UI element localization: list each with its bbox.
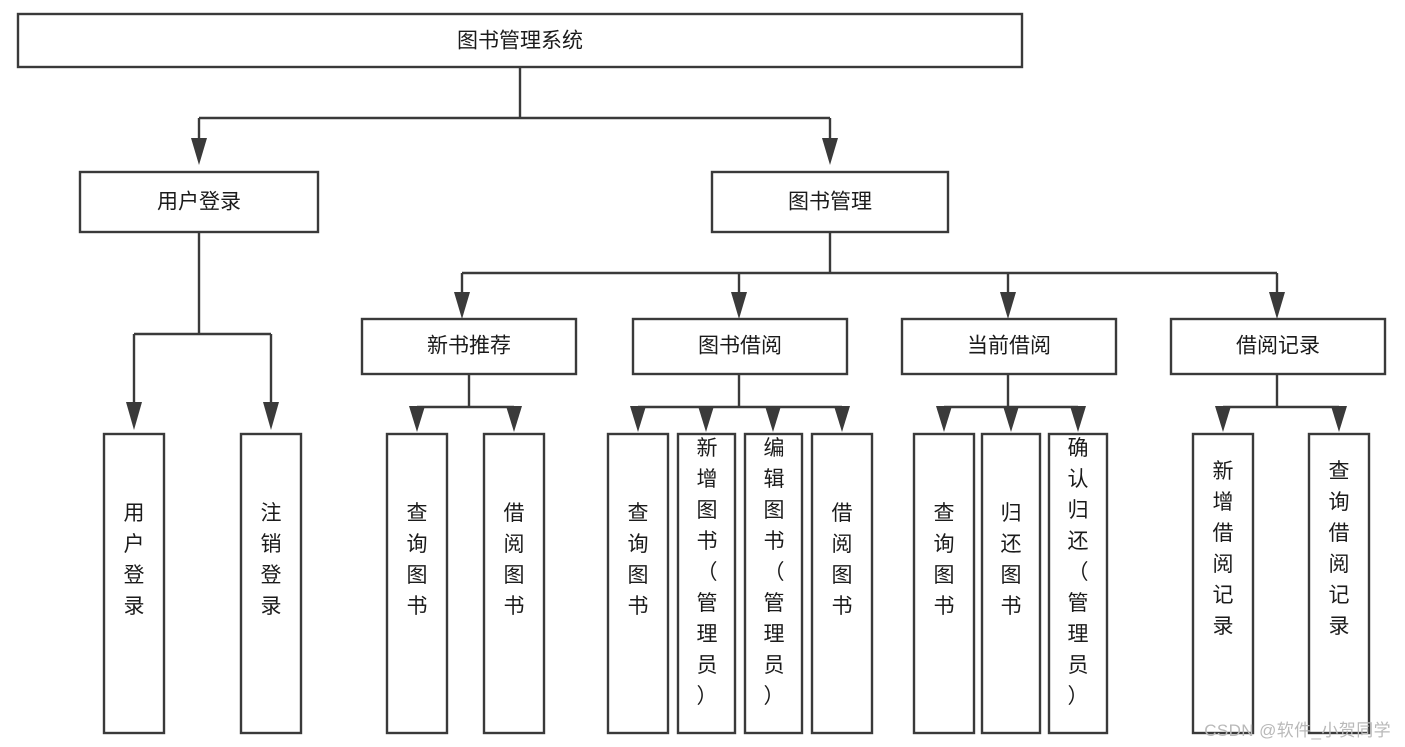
arrow-to-leaf-add-book <box>698 406 714 432</box>
node-new-book-recommend-box[interactable] <box>360 317 578 376</box>
arrow-to-leaf-query-record <box>1331 406 1347 432</box>
leaf-borrow-book-1-box[interactable] <box>482 432 546 735</box>
leaf-user-login-box[interactable] <box>102 432 166 735</box>
node-book-borrow[interactable]: 图书借阅 <box>631 317 849 376</box>
arrow-to-book-borrow <box>731 292 747 319</box>
leaf-query-book-3-box[interactable] <box>912 432 976 735</box>
leaf-logout-box[interactable] <box>239 432 303 735</box>
leaf-edit-book-label: 编辑图书（管理员） <box>764 437 785 708</box>
node-current-borrow[interactable]: 当前借阅 <box>900 317 1118 376</box>
leaf-user-login[interactable]: 用户登录 <box>102 432 166 735</box>
arrow-to-borrow-record <box>1269 292 1285 319</box>
leaf-query-book-3[interactable]: 查询图书 <box>912 432 976 735</box>
leaf-borrow-book-1[interactable]: 借阅图书 <box>482 432 546 735</box>
arrow-to-leaf-logout <box>263 402 279 430</box>
arrow-to-current-borrow <box>1000 292 1016 319</box>
leaf-query-book-2-label: 查询图书 <box>628 502 649 618</box>
arrow-to-user-login <box>191 138 207 165</box>
leaf-add-record[interactable]: 新增借阅记录 <box>1191 432 1255 735</box>
leaf-query-book-2[interactable]: 查询图书 <box>606 432 670 735</box>
node-borrow-record-box[interactable] <box>1169 317 1387 376</box>
node-book-management-label: 图书管理 <box>788 191 872 214</box>
leaf-confirm-return-box[interactable] <box>1047 432 1109 735</box>
leaf-borrow-book-2-box[interactable] <box>810 432 874 735</box>
leaf-user-login-label: 用户登录 <box>124 502 145 618</box>
leaf-add-book[interactable]: 新增图书（管理员） <box>676 432 737 735</box>
node-borrow-record-label: 借阅记录 <box>1236 335 1320 358</box>
node-user-login[interactable]: 用户登录 <box>78 170 320 234</box>
leaf-borrow-book-2-label: 借阅图书 <box>832 502 853 618</box>
node-book-borrow-box[interactable] <box>631 317 849 376</box>
leaf-borrow-book-2[interactable]: 借阅图书 <box>810 432 874 735</box>
arrow-to-leaf-borrow-book-1 <box>506 406 522 432</box>
arrow-to-leaf-query-book-2 <box>630 406 646 432</box>
arrow-to-leaf-return-book <box>1003 406 1019 432</box>
arrow-to-book-management <box>822 138 838 165</box>
leaf-add-record-box[interactable] <box>1191 432 1255 735</box>
leaf-return-book-box[interactable] <box>980 432 1042 735</box>
leaf-query-book-3-label: 查询图书 <box>934 502 955 618</box>
node-user-login-box[interactable] <box>78 170 320 234</box>
leaf-confirm-return[interactable]: 确认归还（管理员） <box>1047 432 1109 735</box>
leaf-return-book[interactable]: 归还图书 <box>980 432 1042 735</box>
leaf-query-record-box[interactable] <box>1307 432 1371 735</box>
node-new-book-recommend[interactable]: 新书推荐 <box>360 317 578 376</box>
leaf-query-book-2-box[interactable] <box>606 432 670 735</box>
arrow-to-new-book-recommend <box>454 292 470 319</box>
leaf-query-record[interactable]: 查询借阅记录 <box>1307 432 1371 735</box>
arrow-to-leaf-confirm-return <box>1070 406 1086 432</box>
node-book-borrow-label: 图书借阅 <box>698 335 782 358</box>
csdn-watermark: CSDN @软件_小贺同学 <box>1204 721 1391 740</box>
leaf-edit-book-box[interactable] <box>743 432 804 735</box>
arrow-to-leaf-add-record <box>1215 406 1231 432</box>
leaf-query-book-1-box[interactable] <box>385 432 449 735</box>
arrow-to-leaf-query-book-3 <box>936 406 952 432</box>
arrow-to-leaf-query-book-1 <box>409 406 425 432</box>
arrow-to-leaf-user-login <box>126 402 142 430</box>
node-root-label: 图书管理系统 <box>457 30 583 53</box>
leaf-add-record-label: 新增借阅记录 <box>1213 460 1234 638</box>
arrow-to-leaf-edit-book <box>765 406 781 432</box>
leaf-borrow-book-1-label: 借阅图书 <box>504 502 525 618</box>
node-new-book-recommend-label: 新书推荐 <box>427 335 511 358</box>
leaf-query-book-1[interactable]: 查询图书 <box>385 432 449 735</box>
leaf-add-book-box[interactable] <box>676 432 737 735</box>
leaf-logout-label: 注销登录 <box>261 502 282 618</box>
node-book-management-box[interactable] <box>710 170 950 234</box>
connector-layer <box>126 67 1347 432</box>
node-current-borrow-box[interactable] <box>900 317 1118 376</box>
leaf-query-book-1-label: 查询图书 <box>407 502 428 618</box>
node-borrow-record[interactable]: 借阅记录 <box>1169 317 1387 376</box>
leaf-confirm-return-label: 确认归还（管理员） <box>1068 437 1089 708</box>
leaf-add-book-label: 新增图书（管理员） <box>697 437 718 708</box>
node-current-borrow-label: 当前借阅 <box>967 335 1051 358</box>
leaf-query-record-label: 查询借阅记录 <box>1329 460 1350 638</box>
arrow-to-leaf-borrow-book-2 <box>834 406 850 432</box>
node-user-login-label: 用户登录 <box>157 191 241 214</box>
node-book-management[interactable]: 图书管理 <box>710 170 950 234</box>
leaf-return-book-label: 归还图书 <box>1001 502 1022 618</box>
leaf-logout[interactable]: 注销登录 <box>239 432 303 735</box>
node-root-box[interactable] <box>16 12 1024 69</box>
leaf-edit-book[interactable]: 编辑图书（管理员） <box>743 432 804 735</box>
node-root[interactable]: 图书管理系统 <box>16 12 1024 69</box>
